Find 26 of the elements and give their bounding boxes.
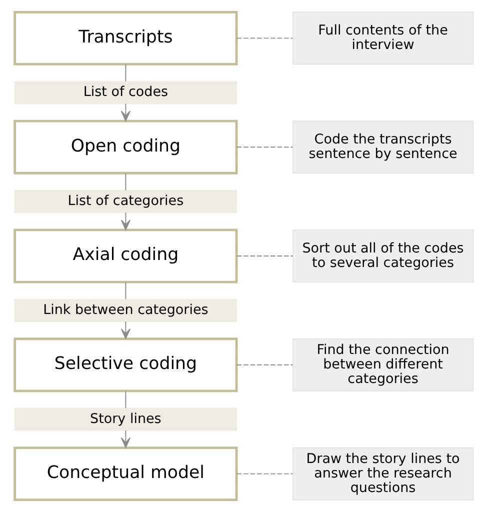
node-box: Axial coding [13, 228, 238, 284]
connector [236, 473, 293, 474]
connector [236, 364, 293, 366]
node-box: Transcripts [13, 10, 238, 66]
connector [236, 38, 293, 39]
node-box: List of categories [14, 190, 237, 214]
node-box: Open coding [13, 120, 238, 174]
node-box: Selective coding [13, 338, 238, 392]
connector [236, 146, 293, 148]
connector [124, 390, 126, 409]
connector [124, 282, 126, 300]
node-box: Code the transcripts sentence by sentence [292, 120, 474, 174]
node-box: List of codes [14, 81, 237, 104]
node-box: Story lines [14, 408, 237, 431]
arrow [120, 103, 130, 122]
node-box: Draw the story lines to answer the research questions [292, 447, 474, 500]
connector [124, 64, 126, 82]
node-box: Sort out all of the codes to several categories [292, 230, 474, 282]
node-box: Find the connection between different categories [292, 338, 474, 392]
node-box: Conceptual model [13, 446, 238, 502]
connector [124, 172, 126, 191]
node-box: Link between categories [14, 298, 237, 322]
arrow [120, 430, 130, 448]
arrow [120, 212, 130, 230]
node-box: Full contents of the interview [292, 12, 474, 65]
arrow [120, 321, 130, 340]
